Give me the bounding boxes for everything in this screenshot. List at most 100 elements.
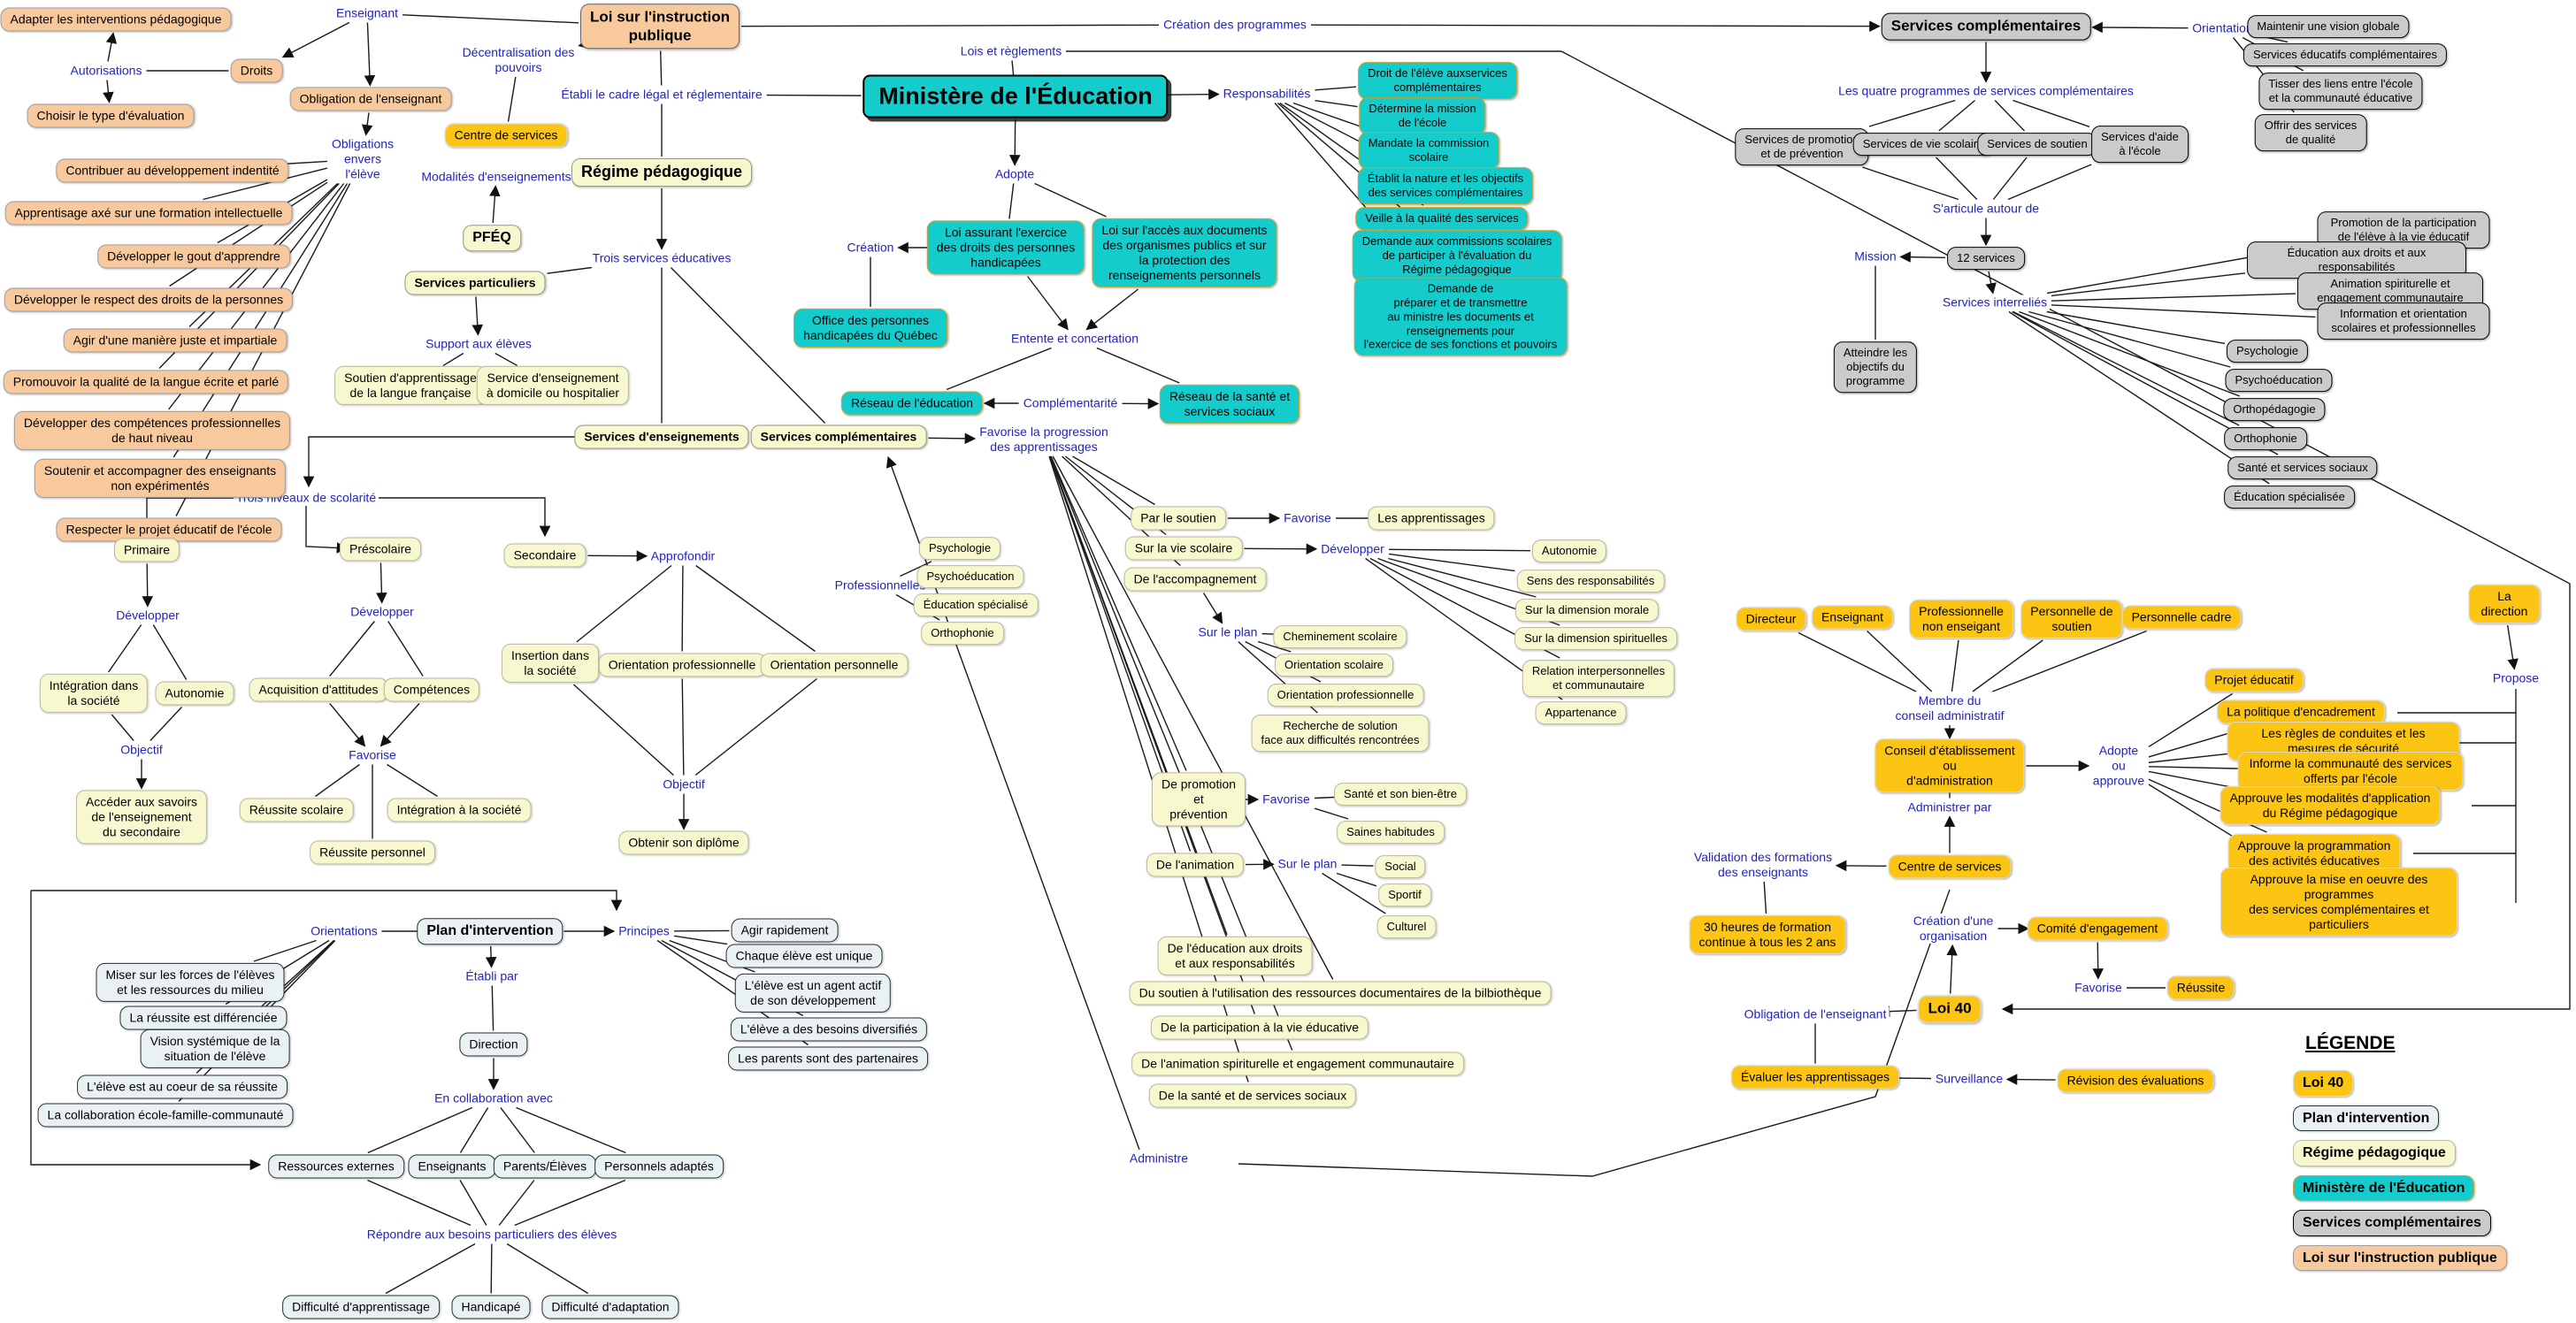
concept-node-c8[interactable]: Primaire [113,538,180,562]
concept-node-g5[interactable]: L'élève est au coeur de sa réussite [77,1074,288,1099]
concept-node-c18[interactable]: Réussite personnel [310,840,435,865]
concept-node-a14[interactable]: Loi sur l'instruction publique [580,4,740,50]
concept-node-c36[interactable]: Sens des responsabilités [1516,570,1665,593]
concept-node-f16[interactable]: Centre de services [1888,854,2012,879]
concept-node-e4[interactable]: Tisser des liens entre l'école et la com… [2258,73,2423,110]
concept-node-g13[interactable]: Ressources externes [268,1154,404,1179]
concept-node-d5[interactable]: Réseau de l'éducation [840,391,984,416]
concept-node-e20[interactable]: Santé et services sociaux [2227,456,2378,479]
concept-node-c49[interactable]: Du soutien à l'utilisation des ressource… [1129,981,1552,1006]
concept-node-c39[interactable]: Relation interpersonnelles et communauta… [1522,660,1675,697]
concept-node-g3[interactable]: La réussite est différenciée [119,1006,288,1030]
concept-node-c34[interactable]: Recherche de solution face aux difficult… [1251,715,1430,752]
concept-node-f13[interactable]: Approuve la programmation des activités … [2227,833,2401,874]
concept-node-d9[interactable]: Mandate la commission scolaire [1358,132,1499,169]
concept-node-a9[interactable]: Agir d'une manière juste et impartiale [63,328,288,353]
concept-node-g4[interactable]: Vision systémique de la situation de l'é… [140,1029,290,1069]
concept-node-c43[interactable]: Saines habitudes [1337,821,1445,844]
concept-node-c27[interactable]: Par le soutien [1131,506,1226,531]
concept-node-f21[interactable]: Évaluer les apprentissages [1730,1065,1900,1090]
concept-node-c21[interactable]: Orientation personnelle [760,653,908,677]
concept-node-c38[interactable]: Sur la dimension spirituelles [1514,627,1677,650]
concept-node-c5[interactable]: Service d'enseignement à domicile ou hos… [476,365,630,406]
concept-node-c19[interactable]: Insertion dans la société [502,643,599,684]
concept-node-c45[interactable]: Social [1375,855,1426,878]
concept-node-f2[interactable]: Directeur [1736,607,1806,631]
concept-node-f4[interactable]: Professionnelle non enseigant [1909,599,2013,639]
concept-node-a10[interactable]: Promouvoir la qualité de la langue écrit… [3,370,289,394]
concept-node-e17[interactable]: Psychoéducation [2225,369,2333,392]
concept-node-e21[interactable]: Éducation spécialisée [2224,486,2355,509]
concept-node-c3[interactable]: Services particuliers [404,271,546,295]
concept-node-e9[interactable]: Services d'aide à l'école [2091,126,2189,163]
concept-node-f1[interactable]: Centre de services [444,123,568,148]
concept-node-a4[interactable]: Obligation de l'enseignant [289,87,452,111]
concept-node-c28[interactable]: Les apprentissages [1368,506,1495,531]
concept-node-d12[interactable]: Demande aux commissions scolaires de par… [1352,230,1562,281]
concept-node-g16[interactable]: Personnels adaptés [594,1154,724,1179]
concept-node-c6[interactable]: Services d'enseignements [574,424,749,449]
concept-node-c47[interactable]: Culturel [1376,915,1437,938]
concept-node-c7[interactable]: Services complémentaires [750,424,927,449]
concept-node-a13[interactable]: Respecter le projet éducatif de l'école [56,517,282,542]
concept-node-g10[interactable]: L'élève a des besoins diversifiés [730,1017,928,1042]
concept-node-g9[interactable]: L'élève est un agent actif de son dévelo… [734,973,892,1013]
concept-node-c40[interactable]: Appartenance [1535,701,1627,724]
concept-node-d3[interactable]: Loi sur l'accès aux documents des organi… [1092,218,1277,288]
concept-node-d1[interactable]: Ministère de l'Éducation [862,74,1169,119]
concept-node-c33[interactable]: Orientation professionnelle [1267,684,1424,707]
concept-node-f18[interactable]: Comité d'engagement [2027,916,2168,941]
concept-node-g18[interactable]: Handicapé [451,1295,531,1319]
concept-node-c51[interactable]: De l'animation spiriturelle et engagemen… [1131,1052,1464,1076]
concept-node-c31[interactable]: Cheminement scolaire [1273,625,1407,648]
concept-node-e10[interactable]: 12 services [1947,247,2025,270]
concept-node-c23[interactable]: Psychologie [918,537,1001,560]
concept-node-c13[interactable]: Acquisition d'attitudes [249,677,388,702]
concept-node-e18[interactable]: Orthopédagogie [2223,398,2326,421]
concept-node-e11[interactable]: Atteindre les objectifs du programme [1833,341,1918,393]
concept-node-f11[interactable]: Informe la communauté des services offer… [2237,751,2464,792]
concept-node-f5[interactable]: Personnelle de soutien [2020,599,2123,639]
concept-node-f12[interactable]: Approuve les modalités d'application du … [2220,785,2441,826]
concept-node-e7[interactable]: Services de vie scolaire [1852,133,1994,156]
concept-node-e2[interactable]: Maintenir une vision globale [2247,15,2410,38]
concept-node-c16[interactable]: Réussite scolaire [239,798,354,822]
concept-node-c29[interactable]: Sur la vie scolaire [1124,536,1243,561]
concept-node-d4[interactable]: Office des personnes handicapées du Québ… [794,308,947,348]
concept-node-g15[interactable]: Parents/Élèves [493,1154,597,1179]
concept-node-d11[interactable]: Veille à la qualité des services [1355,207,1529,230]
concept-node-a3[interactable]: Choisir le type d'évaluation [27,103,195,128]
concept-node-c11[interactable]: Intégration dans la société [39,673,149,714]
concept-node-e1[interactable]: Services complémentaires [1881,12,2091,41]
concept-node-f22[interactable]: Révision des évaluations [2057,1068,2214,1093]
concept-node-e3[interactable]: Services éducatifs complémentaires [2242,43,2448,66]
concept-node-f9[interactable]: La politique d'encadrement [2217,700,2385,724]
concept-node-f8[interactable]: Projet éducatif [2204,668,2304,692]
concept-node-g1[interactable]: Plan d'intervention [417,918,564,944]
concept-node-g11[interactable]: Les parents sont des partenaires [728,1046,928,1071]
concept-node-c46[interactable]: Sportif [1378,883,1431,906]
concept-node-d13[interactable]: Demande de préparer et de transmettre au… [1353,277,1568,356]
concept-node-a1[interactable]: Adapter les interventions pédagogique [0,7,232,32]
concept-node-d7[interactable]: Droit de l'élève auxservices complémenta… [1358,62,1517,99]
concept-node-a7[interactable]: Développer le gout d'apprendre [97,244,290,269]
concept-node-d10[interactable]: Établit la nature et les objectifs des s… [1357,167,1534,204]
concept-node-e19[interactable]: Orthophonie [2224,427,2307,450]
concept-node-c35[interactable]: Autonomie [1531,539,1607,562]
concept-node-g14[interactable]: Enseignants [408,1154,496,1179]
concept-node-f3[interactable]: Enseignant [1811,605,1894,630]
concept-node-f6[interactable]: Personnelle cadre [2121,605,2242,630]
concept-node-a11[interactable]: Développer des compétences professionnel… [13,410,291,451]
concept-node-g17[interactable]: Difficulté d'apprentissage [282,1295,440,1319]
concept-node-c44[interactable]: De l'animation [1146,853,1245,877]
concept-node-g12[interactable]: Direction [459,1032,528,1057]
concept-node-e5[interactable]: Offrir des services de qualité [2254,114,2367,151]
concept-node-f20[interactable]: Loi 40 [1918,995,1982,1023]
concept-node-c41[interactable]: De promotion et prévention [1151,772,1246,827]
concept-node-c48[interactable]: De l'éducation aux droits et aux respons… [1157,936,1313,976]
concept-node-c32[interactable]: Orientation scolaire [1275,654,1393,677]
concept-node-e15[interactable]: Information et orientation scolaires et … [2317,302,2490,340]
concept-node-f14[interactable]: Approuve la mise en oeuvre des programme… [2220,867,2457,937]
concept-node-f17[interactable]: 30 heures de formation continue à tous l… [1689,914,1846,955]
concept-node-e16[interactable]: Psychologie [2226,340,2309,363]
